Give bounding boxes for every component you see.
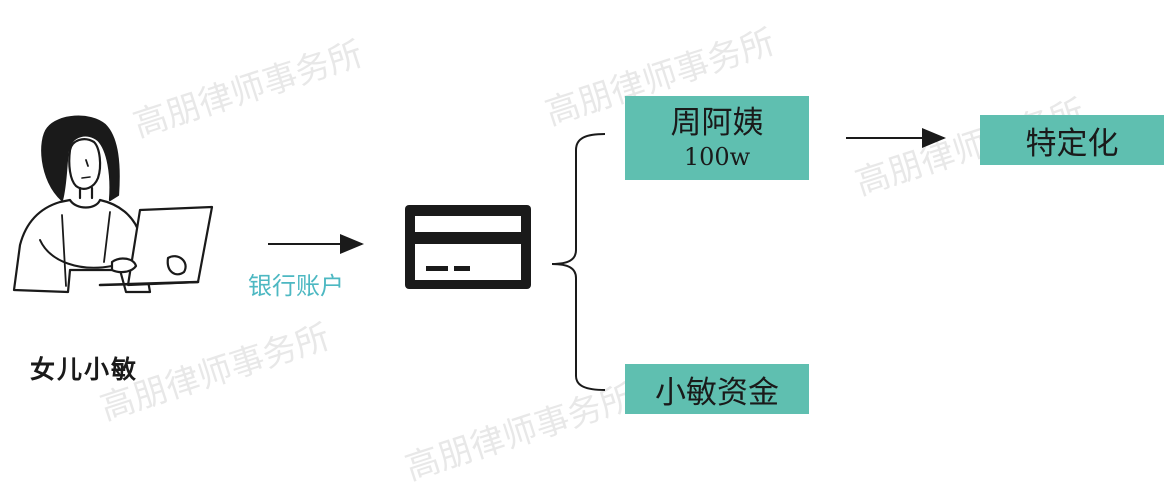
node-xiaomin-fund-label: 小敏资金 — [655, 374, 779, 411]
person-with-laptop-icon — [12, 115, 214, 294]
node-specified: 特定化 — [980, 115, 1164, 165]
node-aunt-zhou: 周阿姨 100w — [625, 96, 809, 180]
bank-card-icon — [405, 205, 531, 289]
person-label: 女儿小敏 — [30, 355, 139, 384]
node-aunt-zhou-amount: 100w — [683, 143, 751, 171]
node-aunt-zhou-name: 周阿姨 — [670, 105, 764, 141]
bank-account-label: 银行账户 — [248, 272, 344, 300]
split-brace — [551, 133, 606, 391]
node-specified-label: 特定化 — [1025, 125, 1119, 162]
node-xiaomin-fund: 小敏资金 — [625, 364, 809, 414]
